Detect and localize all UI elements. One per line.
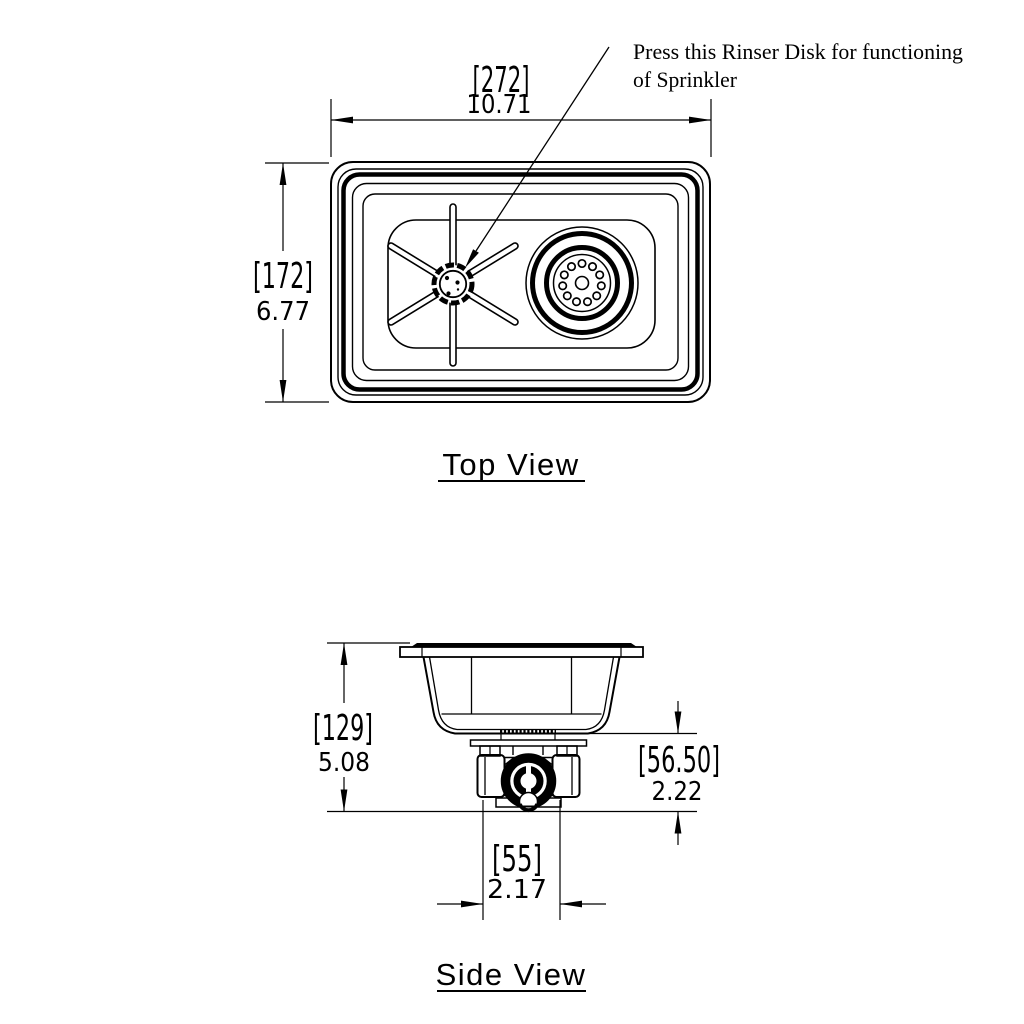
flange-plate — [399, 646, 644, 658]
arrowhead-right — [461, 900, 483, 908]
leader-line — [475, 46, 610, 252]
arrowhead-up — [340, 643, 348, 665]
rinser-hole — [444, 275, 450, 281]
bowl-outer-wall — [422, 656, 621, 735]
rinser-hole — [455, 280, 460, 285]
arrowhead-up — [674, 811, 682, 834]
dim-text-in: 2.22 — [652, 777, 703, 807]
side-view-label: Side View — [436, 957, 587, 992]
sink-outer-rim — [330, 161, 711, 403]
dim-text-mm: [129] — [313, 708, 373, 749]
arrowhead-down — [340, 789, 348, 812]
dim-text-mm: [272] — [473, 60, 530, 101]
drain-insert-ring — [544, 245, 620, 321]
dim-text-mm: [55] — [492, 839, 542, 880]
rinser-hole — [456, 288, 460, 291]
dim-text-in: 2.17 — [487, 875, 547, 905]
leader-arrowhead — [465, 249, 479, 268]
top-view-label: Top View — [442, 447, 579, 482]
note-text-line2: of Sprinkler — [633, 67, 738, 92]
valve-face — [500, 753, 557, 809]
drain-outer-ring — [525, 226, 639, 340]
arrowhead-down — [279, 380, 287, 402]
arrowhead-left — [560, 900, 582, 908]
note-leader — [465, 46, 610, 268]
rinser-disk-face — [438, 269, 468, 299]
dim-text-in: 5.08 — [318, 748, 370, 778]
dim-text-in: 6.77 — [256, 297, 310, 327]
flange-top-bar — [411, 643, 637, 647]
dimension-height-129: [129] 5.08 — [313, 642, 697, 813]
arrowhead-up — [279, 163, 287, 185]
drain-thick-ring — [530, 231, 634, 335]
dim-text-in: 10.71 — [467, 90, 532, 120]
bowl-inner-wall — [428, 656, 615, 731]
dim-text-mm: [172] — [253, 256, 313, 297]
drain-center-hole — [574, 275, 590, 291]
sink-rim-band — [341, 172, 700, 392]
drain-strainer — [525, 226, 639, 340]
fitting-block-left — [476, 754, 506, 798]
sink-top-outline — [330, 161, 711, 403]
dimension-offset-56-50: [56.50] 2.22 — [589, 701, 720, 845]
fitting-block-right — [551, 754, 581, 798]
dimension-width-272: [272] 10.71 — [330, 60, 712, 157]
rinser-disk[interactable] — [431, 262, 475, 306]
arrowhead-left — [331, 116, 353, 124]
dimension-width-55: [55] 2.17 — [437, 800, 606, 920]
dim-text-mm: [56.50] — [638, 740, 720, 781]
arrowhead-down — [674, 711, 682, 734]
bowl-section — [422, 656, 621, 735]
valve-slot — [526, 766, 531, 796]
top-view: [272] 10.71 [172] 6.77 — [253, 39, 963, 482]
flange-section — [399, 643, 644, 658]
sprinkler-star — [387, 203, 519, 367]
drain-face-ring — [552, 253, 612, 313]
drain-fitting — [469, 729, 588, 757]
sink-wall-line — [362, 193, 679, 371]
rinser-hole — [446, 291, 451, 296]
valve-assembly — [476, 753, 581, 813]
sink-rim-line — [337, 168, 704, 396]
arrowhead-right — [689, 116, 711, 124]
note-text-line1: Press this Rinser Disk for functioning — [633, 39, 963, 64]
basin-floor — [387, 219, 656, 349]
dimension-height-172: [172] 6.77 — [253, 162, 329, 403]
side-view: [129] 5.08 [56.50] 2.22 [55] 2.17 Side V… — [313, 642, 720, 992]
drain-holes — [558, 258, 606, 307]
mounting-plate — [469, 739, 588, 747]
